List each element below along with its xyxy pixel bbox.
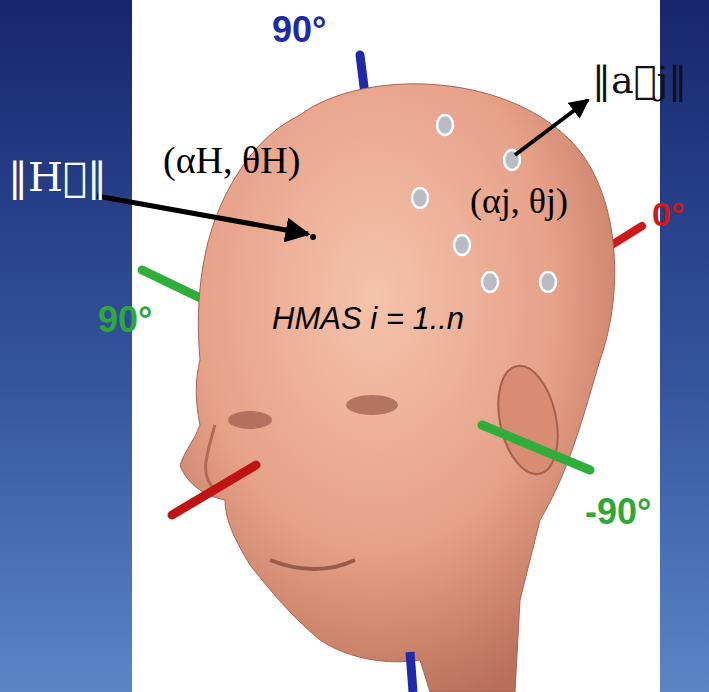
eye-right bbox=[346, 395, 398, 415]
blue-axis-bottom bbox=[410, 652, 413, 692]
sensor bbox=[454, 235, 470, 255]
white-panel bbox=[132, 0, 660, 692]
angle-pair: (αj, θj) bbox=[470, 182, 568, 222]
sensor bbox=[437, 115, 453, 135]
point-marker bbox=[310, 234, 316, 240]
axis-angle: -90° bbox=[585, 492, 651, 532]
leader-arrow bbox=[515, 100, 588, 155]
sensor-set-label: HMAS i = 1..n bbox=[272, 302, 464, 336]
sensor bbox=[540, 272, 556, 292]
vector-norm: ‖H⃗‖ bbox=[8, 155, 107, 199]
vector-norm: ‖a⃗j‖ bbox=[592, 60, 687, 102]
nose bbox=[206, 425, 215, 490]
axis-angle: 90° bbox=[98, 300, 152, 340]
green-axis-right bbox=[482, 425, 590, 470]
angle-pair: (αH, θH) bbox=[163, 140, 300, 182]
ear bbox=[489, 360, 567, 479]
eye-left bbox=[228, 411, 272, 429]
axis-angle: 90° bbox=[272, 10, 326, 50]
sensor bbox=[482, 272, 498, 292]
red-axis-left bbox=[172, 465, 256, 515]
leader-arrow bbox=[97, 196, 308, 234]
sensor bbox=[412, 188, 428, 208]
mouth bbox=[270, 560, 355, 569]
axis-angle: 0° bbox=[652, 196, 685, 233]
